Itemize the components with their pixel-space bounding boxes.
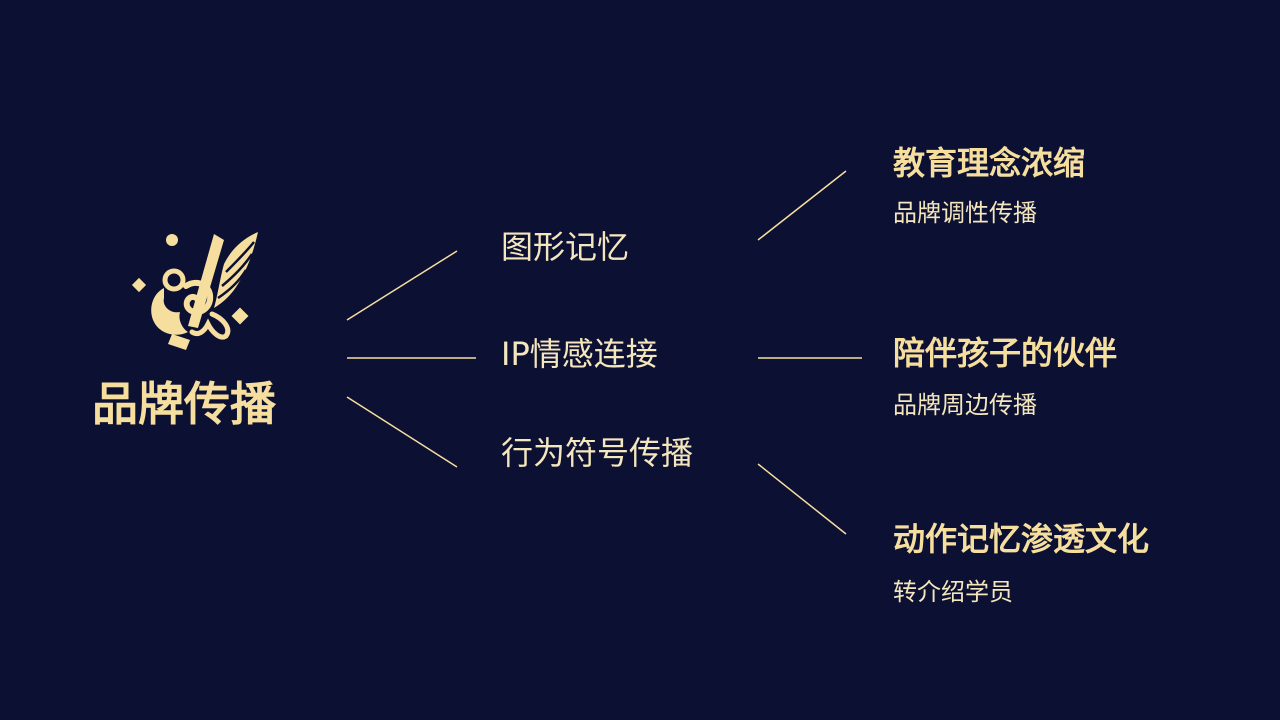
connector-root-to-branch-1 — [346, 250, 458, 321]
branch-label-behavior-symbol: 行为符号传播 — [501, 434, 694, 472]
logo-diamond-left — [131, 277, 147, 293]
logo-dot-top — [166, 234, 178, 246]
root-title: 品牌传播 — [92, 377, 276, 431]
leaf-title-companion: 陪伴孩子的伙伴 — [893, 334, 1118, 372]
winged-music-note-logo-icon — [131, 232, 258, 350]
connector-branch-3-to-leaf-3 — [757, 463, 847, 535]
logo-stem — [188, 234, 224, 328]
logo-small-circle — [162, 268, 186, 292]
leaf-subtitle-brand-merch: 品牌周边传播 — [893, 391, 1037, 419]
leaf-subtitle-brand-tone: 品牌调性传播 — [893, 199, 1037, 227]
logo-stem-foot — [168, 334, 190, 350]
logo-wing-feather-1 — [225, 241, 255, 273]
connector-root-to-branch-3 — [346, 396, 458, 468]
logo-wing-feather-3 — [217, 269, 248, 300]
branch-label-graphic-memory: 图形记忆 — [501, 228, 630, 266]
leaf-title-education-concept: 教育理念浓缩 — [893, 144, 1086, 182]
logo-note-head — [151, 288, 188, 335]
logo-wing-curl — [189, 311, 231, 340]
branch-label-ip-emotional-connection: IP情感连接 — [501, 335, 658, 373]
leaf-subtitle-referral: 转介绍学员 — [893, 578, 1013, 606]
connector-branch-1-to-leaf-1 — [757, 170, 847, 241]
leaf-title-action-memory: 动作记忆渗透文化 — [893, 520, 1150, 558]
logo-wing-feather-2 — [221, 253, 254, 287]
